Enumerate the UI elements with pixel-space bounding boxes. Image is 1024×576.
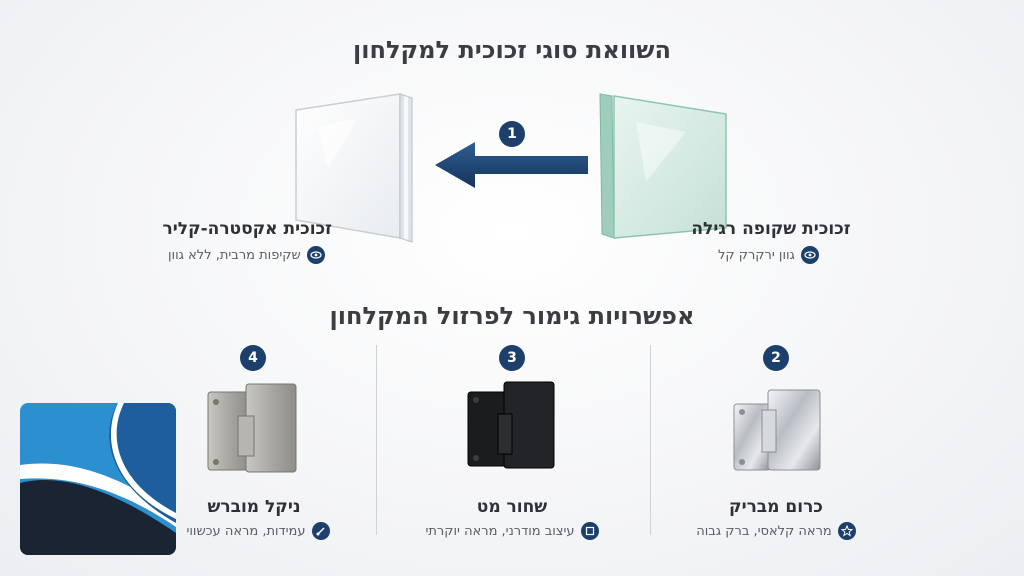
company-logo bbox=[20, 403, 176, 555]
step-badge-4: 4 bbox=[240, 345, 266, 371]
divider bbox=[650, 345, 651, 535]
chrome-hinge-image bbox=[733, 389, 821, 471]
chrome-subtitle: מראה קלאסי, ברק גבוה bbox=[656, 522, 896, 540]
nickel-subtitle: עמידות, מראה עכשווי bbox=[138, 522, 378, 540]
black-subtitle-text: עיצוב מודרני, מראה יוקרתי bbox=[425, 523, 575, 539]
regular-glass-subtitle-text: גוון ירקרק קל bbox=[718, 247, 795, 263]
eye-icon bbox=[306, 246, 325, 264]
step-badge-3: 3 bbox=[499, 345, 525, 371]
nickel-hinge-image bbox=[207, 383, 297, 473]
square-icon bbox=[580, 522, 599, 540]
arrow-left-icon bbox=[435, 142, 588, 188]
extra-clear-glass-image bbox=[295, 93, 413, 243]
extra-clear-title: זכוכית אקסטרה-קליר bbox=[162, 219, 332, 239]
extra-clear-subtitle: שקיפות מרבית, ללא גוון bbox=[168, 246, 325, 264]
glass-section-title: השוואת סוגי זכוכית למקלחון bbox=[353, 36, 671, 64]
brush-icon bbox=[311, 522, 330, 540]
extra-clear-subtitle-text: שקיפות מרבית, ללא גוון bbox=[168, 247, 301, 263]
step-badge-2: 2 bbox=[763, 345, 789, 371]
regular-glass-image bbox=[599, 93, 727, 239]
regular-glass-title: זכוכית שקופה רגילה bbox=[691, 219, 851, 239]
nickel-subtitle-text: עמידות, מראה עכשווי bbox=[186, 523, 306, 539]
star-icon bbox=[837, 522, 856, 540]
chrome-title: כרום מבריק bbox=[729, 497, 823, 517]
black-title: שחור מט bbox=[476, 497, 548, 517]
chrome-subtitle-text: מראה קלאסי, ברק גבוה bbox=[696, 523, 832, 539]
regular-glass-subtitle: גוון ירקרק קל bbox=[718, 246, 819, 264]
divider bbox=[376, 345, 377, 535]
nickel-title: ניקל מוברש bbox=[207, 497, 301, 517]
eye-icon bbox=[800, 246, 819, 264]
finish-section-title: אפשרויות גימור לפרזול המקלחון bbox=[329, 302, 695, 330]
black-subtitle: עיצוב מודרני, מראה יוקרתי bbox=[392, 522, 632, 540]
black-hinge-image bbox=[467, 381, 555, 469]
step-badge-1: 1 bbox=[499, 121, 525, 147]
